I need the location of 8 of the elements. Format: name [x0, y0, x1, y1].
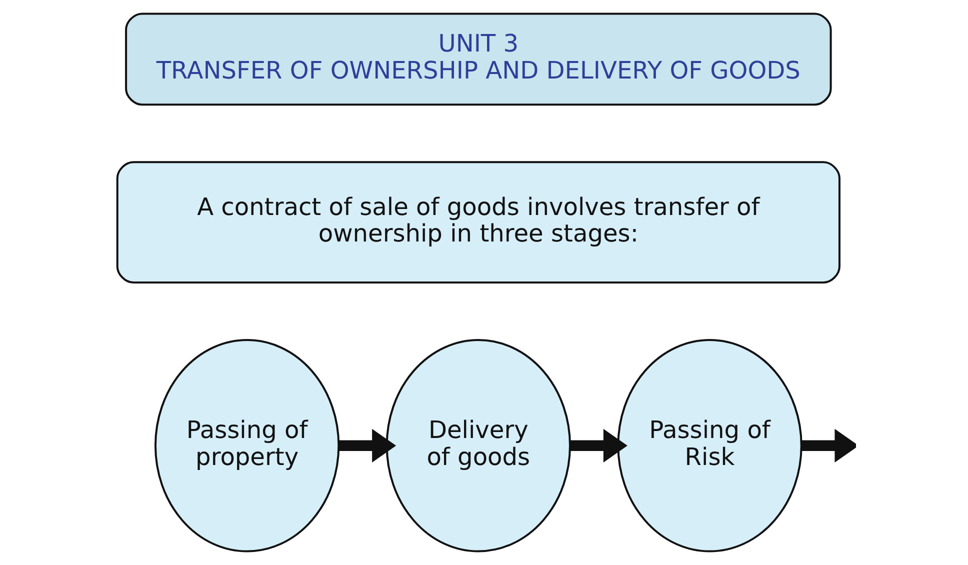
node-ellipse: Passing of Risk [617, 339, 802, 552]
arrow [802, 428, 856, 462]
node-ellipse: Delivery of goods [386, 339, 572, 552]
node-ellipse: Passing of property [154, 339, 340, 552]
node-box: A contract of sale of goods involves transfer of ownership in three stages: [116, 161, 840, 284]
node-box: UNIT 3 TRANSFER OF OWNERSHIP AND DELIVERY OF GOODS [125, 12, 832, 106]
arrow [338, 428, 396, 462]
arrow [570, 428, 628, 462]
